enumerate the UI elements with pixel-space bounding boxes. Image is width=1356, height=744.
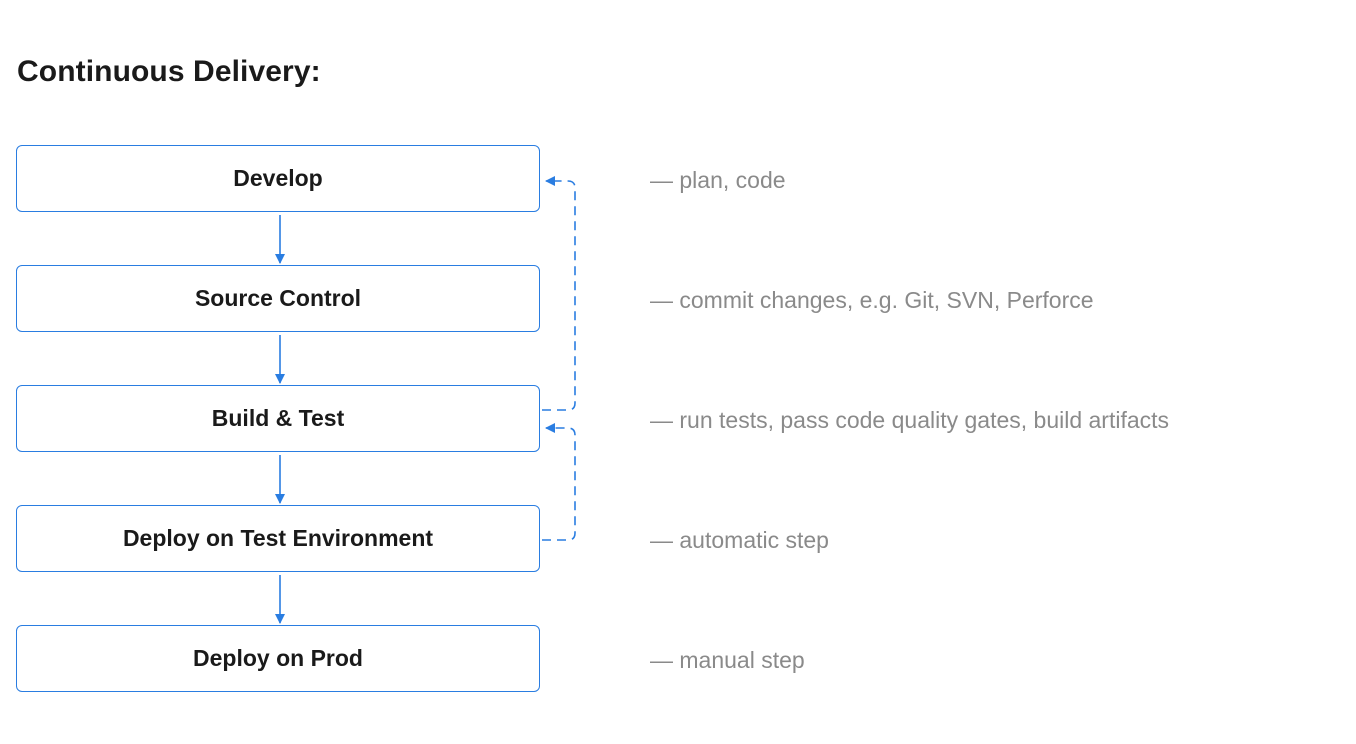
step-develop: Develop bbox=[16, 145, 540, 212]
feedback-deploy-test-to-build-test bbox=[542, 423, 576, 541]
note-build-test: — run tests, pass code quality gates, bu… bbox=[650, 407, 1170, 433]
note-deploy-test-env: — automatic step bbox=[650, 527, 829, 553]
step-deploy-prod: Deploy on Prod bbox=[16, 625, 540, 692]
page-title: Continuous Delivery: bbox=[17, 55, 321, 88]
step-deploy-test-env-label: Deploy on Test Environment bbox=[122, 525, 434, 551]
step-deploy-test-env: Deploy on Test Environment bbox=[16, 505, 540, 572]
note-source-control: — commit changes, e.g. Git, SVN, Perforc… bbox=[650, 287, 1094, 313]
feedback-build-test-to-develop bbox=[542, 176, 576, 411]
step-build-test-label: Build & Test bbox=[211, 405, 345, 431]
note-deploy-prod: — manual step bbox=[650, 647, 805, 673]
step-deploy-prod-label: Deploy on Prod bbox=[193, 645, 363, 671]
step-build-test: Build & Test bbox=[16, 385, 540, 452]
note-develop: — plan, code bbox=[650, 167, 786, 193]
step-source-control-label: Source Control bbox=[194, 285, 362, 311]
step-develop-label: Develop bbox=[233, 165, 323, 191]
step-source-control: Source Control bbox=[16, 265, 540, 332]
